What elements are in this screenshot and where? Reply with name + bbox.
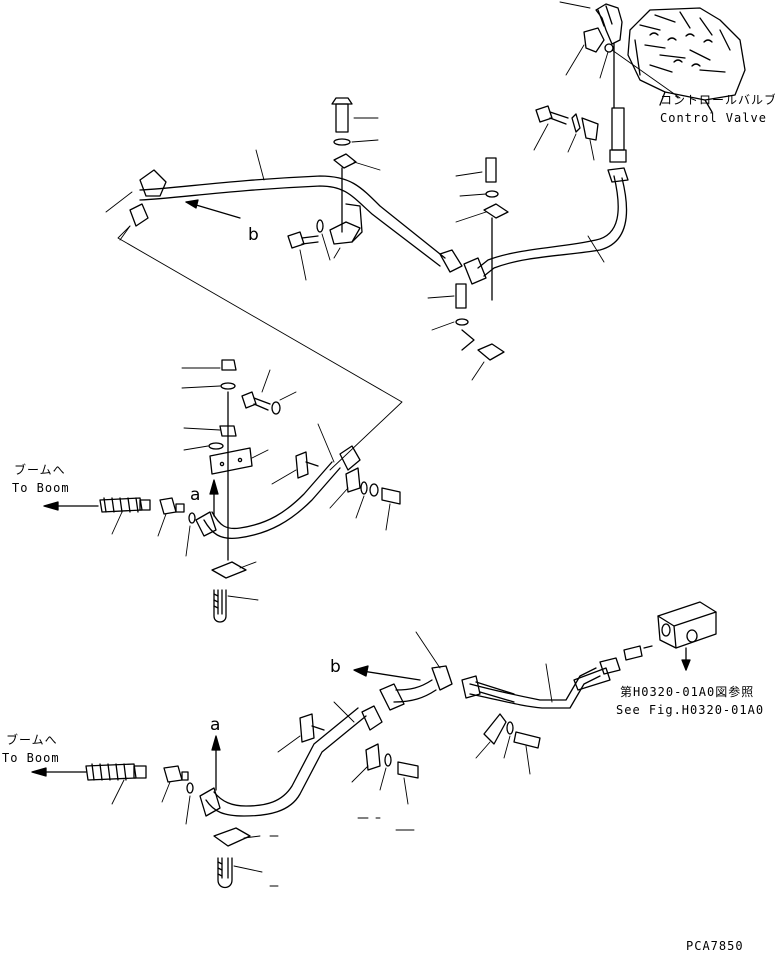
middle-bolt-right (355, 481, 401, 531)
middle-nuts-washers (181, 359, 237, 561)
lower-u-bolt (213, 817, 415, 889)
valve-bolts (533, 105, 599, 161)
lower-clamps (277, 713, 541, 783)
remote-valve-block (599, 601, 717, 675)
middle-plate (209, 447, 269, 475)
lower-elbow (379, 631, 453, 711)
middle-hose-fittings (99, 497, 196, 557)
arrow-a-lower (211, 735, 221, 791)
control-valve-block (611, 7, 746, 113)
to-boom-label-jp-upper: ブームへ (14, 462, 66, 477)
lower-pipe (199, 701, 383, 817)
see-fig-label-jp: 第H0320-01A0図参照 (620, 684, 754, 699)
view-marker-b-upper: b (248, 225, 259, 245)
lower-long-hose (461, 663, 611, 709)
arrow-a-middle (209, 479, 219, 517)
control-valve-label-en: Control Valve (660, 111, 767, 125)
text-labels: コントロールバルブ Control Valve ブームへ To Boom ブーム… (2, 92, 775, 953)
control-valve-label-jp: コントロールバルブ (660, 92, 775, 107)
lower-hose-fittings (85, 763, 194, 825)
arrow-b-lower (353, 665, 421, 681)
arrow-b-upper (185, 199, 241, 219)
upper-pipe-long (105, 149, 463, 273)
middle-pipe (195, 423, 361, 540)
lower-bolt-right (379, 753, 419, 805)
upper-pipe-right (463, 167, 629, 285)
middle-bolt-top (241, 369, 297, 415)
view-marker-a-lower: a (210, 715, 220, 735)
arrow-to-boom-lower (31, 767, 87, 777)
view-marker-a-middle: a (190, 485, 200, 505)
to-boom-label-en-lower: To Boom (2, 751, 60, 765)
connection-outline (117, 225, 403, 471)
middle-u-bolt (211, 561, 259, 623)
drawing-code: PCA7850 (686, 939, 744, 953)
upper-right-clamp-stack (427, 157, 509, 381)
to-boom-label-jp-lower: ブームへ (6, 732, 58, 747)
see-fig-label-en: See Fig.H0320-01A0 (616, 703, 764, 717)
to-boom-label-en-upper: To Boom (12, 481, 70, 495)
upper-clamp-group (287, 97, 381, 281)
middle-clamps (271, 451, 361, 509)
view-marker-b-lower: b (330, 657, 341, 677)
valve-hose-fittings (559, 1, 627, 163)
arrow-to-boom-upper (43, 501, 99, 511)
